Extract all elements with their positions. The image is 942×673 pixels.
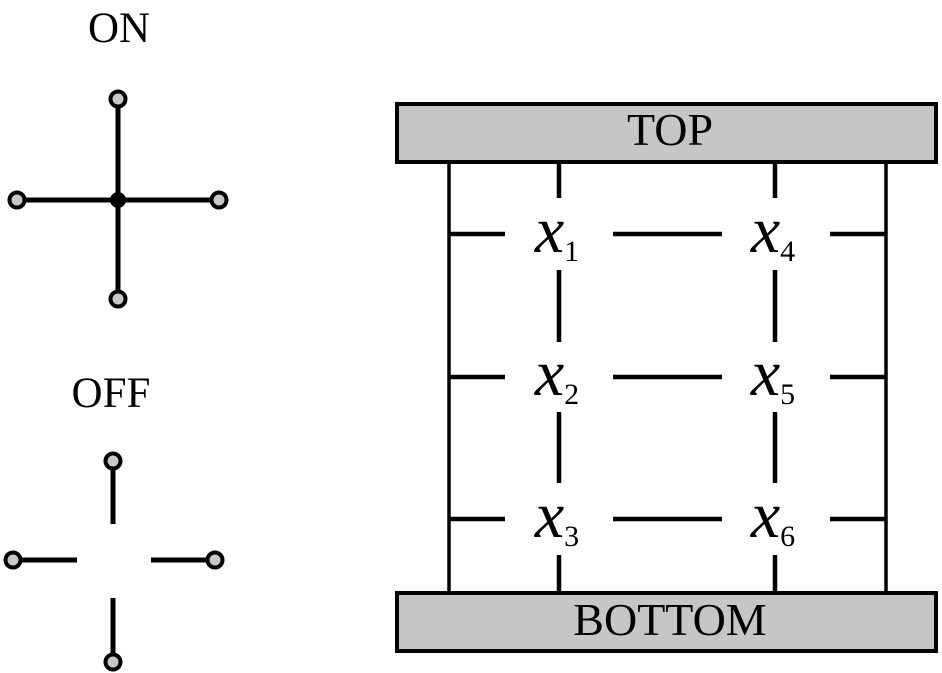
on-terminal-dot-right xyxy=(209,190,229,210)
switch-label-x4-base: x xyxy=(750,194,780,267)
top-bus-bar xyxy=(395,102,938,164)
switch-label-x6: x6 xyxy=(750,479,795,553)
switch-label-x6-base: x xyxy=(750,479,780,552)
on-center-contact-dot xyxy=(110,192,126,208)
on-label: ON xyxy=(88,5,150,52)
switch-label-x2-sub: 2 xyxy=(564,378,579,411)
on-terminal-dot-left xyxy=(7,190,27,210)
on-terminal-dot-bottom xyxy=(108,289,128,309)
off-switch-legend: OFF xyxy=(3,370,225,672)
switch-label-x2-base: x xyxy=(534,337,564,410)
off-label: OFF xyxy=(72,370,151,417)
switch-label-x4-sub: 4 xyxy=(780,235,795,268)
bottom-bus-label: BOTTOM xyxy=(573,594,766,645)
switch-label-x3: x3 xyxy=(534,479,579,553)
off-terminal-dot-right xyxy=(205,550,225,570)
off-terminal-dot-bottom xyxy=(103,652,123,672)
on-terminal-dot-top xyxy=(108,89,128,109)
switch-label-x1: x1 xyxy=(534,194,579,268)
on-switch-legend: ON xyxy=(7,5,229,309)
switch-label-x3-sub: 3 xyxy=(564,520,579,553)
switch-label-x4: x4 xyxy=(750,194,795,268)
switch-label-x5-sub: 5 xyxy=(780,378,795,411)
switch-label-x5-base: x xyxy=(750,337,780,410)
switch-label-x2: x2 xyxy=(534,337,579,411)
switch-label-x1-sub: 1 xyxy=(564,235,579,268)
top-bus-label: TOP xyxy=(627,104,713,155)
switch-network: TOP BOTTOM xyxy=(395,102,938,653)
switch-label-x5: x5 xyxy=(750,337,795,411)
off-terminal-dot-left xyxy=(3,550,23,570)
switch-label-x6-sub: 6 xyxy=(780,520,795,553)
bottom-bus-bar xyxy=(395,591,938,653)
off-terminal-dot-top xyxy=(103,451,123,471)
switch-label-x1-base: x xyxy=(534,194,564,267)
switch-label-x3-base: x xyxy=(534,479,564,552)
